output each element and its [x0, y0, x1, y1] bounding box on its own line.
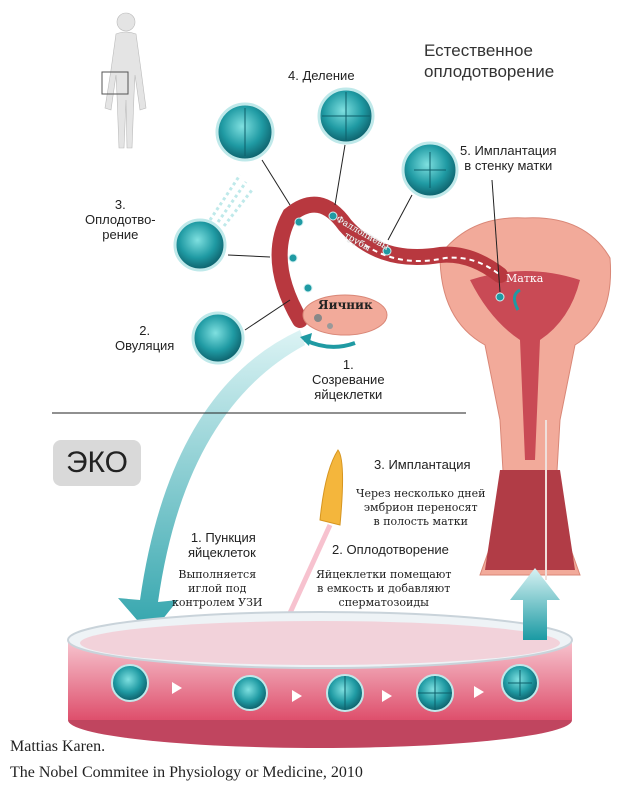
title-line: Естественное: [424, 41, 533, 60]
natural-title: Естественное оплодотворение: [424, 40, 554, 82]
label-ovulation: 2. Овуляция: [115, 323, 174, 353]
text: Яйцеклетки помещают: [316, 568, 452, 581]
ivf-puncture-desc: Выполняется иглой под контролем УЗИ: [172, 568, 263, 610]
ivf-implant-title: 3. Имплантация: [374, 457, 471, 472]
ivf-puncture-title: 1. Пункция яйцеклеток: [188, 530, 256, 560]
text: сперматозоиды: [338, 596, 429, 609]
cell-fertilized: [173, 218, 227, 272]
dish-cells: [111, 664, 539, 712]
text: яйцеклеток: [188, 545, 256, 560]
text: 1. Пункция: [190, 530, 256, 545]
ivf-badge: ЭКО: [53, 440, 141, 486]
title-line: оплодотворение: [424, 62, 555, 81]
label-implantation: 5. Имплантация в стенку матки: [460, 143, 557, 173]
caption-source: The Nobel Commitee in Physiology or Medi…: [10, 764, 363, 781]
ovary: [302, 294, 388, 336]
text: в стенку матки: [464, 158, 553, 173]
label-division: 4. Деление: [288, 68, 355, 83]
uterus: [439, 217, 612, 576]
text: контролем УЗИ: [172, 596, 263, 609]
ivf-fert-desc: Яйцеклетки помещают в емкость и добавляю…: [316, 568, 451, 610]
text: Выполняется: [178, 568, 257, 581]
caption-author: Mattias Karen.: [10, 738, 106, 755]
woman-figure: [101, 12, 147, 149]
text: эмбрион переносят: [363, 501, 478, 514]
text: 1.: [342, 357, 354, 372]
text: 5. Имплантация: [460, 143, 557, 158]
text: 2.: [139, 323, 151, 338]
text: 3.: [114, 197, 126, 212]
text: в полость матки: [373, 515, 468, 528]
text: рение: [102, 227, 139, 242]
text: Созревание: [312, 372, 385, 387]
label-fertilization: 3. Оплодотво- рение: [85, 197, 156, 242]
fallopian-tube: [271, 196, 508, 328]
text: иглой под: [188, 582, 247, 595]
transfer-arrow-up: [510, 568, 560, 640]
natural-cells: [173, 87, 459, 365]
ivf-fert-title: 2. Оплодотворение: [332, 542, 449, 557]
text: яйцеклетки: [314, 387, 383, 402]
label-ovary: Яичник: [318, 298, 373, 312]
text: в емкость и добавляют: [317, 582, 451, 595]
ivf-implant-desc: Через несколько дней эмбрион переносят в…: [356, 487, 485, 529]
cell-ovulated: [191, 311, 245, 365]
maturation-arrow: [304, 338, 356, 349]
text: Оплодотво-: [85, 212, 156, 227]
text: Овуляция: [115, 338, 175, 353]
transfer-arrow-down: [118, 330, 305, 635]
text: Через несколько дней: [356, 487, 486, 500]
label-uterus: Матка: [506, 272, 544, 285]
label-maturation: 1. Созревание яйцеклетки: [312, 357, 385, 402]
